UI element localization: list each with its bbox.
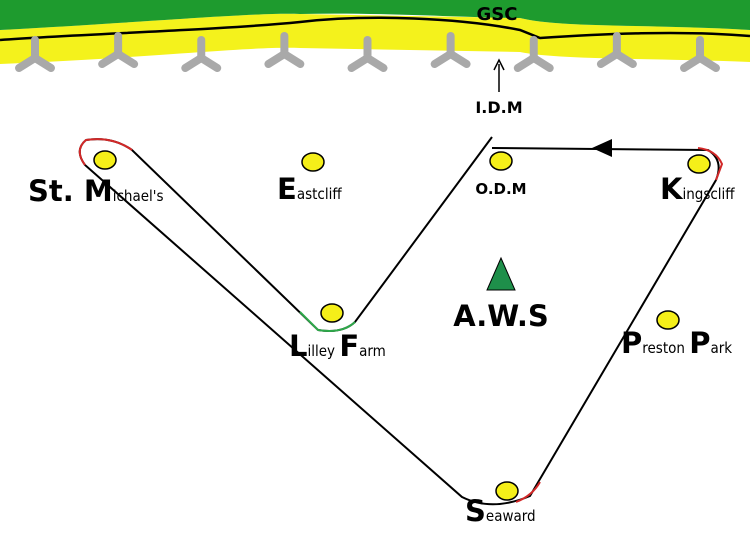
turbine-icon xyxy=(347,36,388,72)
sand-band xyxy=(0,13,750,64)
turbine-row xyxy=(15,32,720,72)
label-rest: ingscliff xyxy=(682,185,735,203)
label-rest: astcliff xyxy=(297,185,343,203)
turn-segment-st-michaels xyxy=(78,138,133,166)
waypoint-marker-kingscliff xyxy=(687,154,711,174)
turbine-icon xyxy=(98,32,139,68)
label-initial: E xyxy=(277,172,297,206)
shore-line xyxy=(0,16,750,42)
waypoint-label-kingscliff: Kingscliff xyxy=(660,172,735,206)
waypoint-marker-st-michaels xyxy=(93,150,117,170)
idm-marker: I.D.M xyxy=(475,58,523,117)
turbine-icon xyxy=(596,32,637,68)
flight-route xyxy=(78,136,724,506)
aws-marker: A.W.S xyxy=(453,256,549,333)
label-rest: illey xyxy=(307,342,339,360)
coastline: GSC xyxy=(0,0,750,64)
label-rest: ichael's xyxy=(113,187,164,205)
waypoint-label-preston-park: Preston Park xyxy=(621,326,732,360)
waypoint-markers xyxy=(93,150,711,501)
waypoint-marker-preston-park xyxy=(656,310,680,330)
turn-segment-kingscliff xyxy=(697,147,724,181)
label-initial: S xyxy=(465,494,486,528)
turbine-icon xyxy=(680,36,720,72)
label-initial: St. M xyxy=(28,174,113,208)
waypoint-label-eastcliff: Eastcliff xyxy=(277,172,342,206)
waypoint-marker-lilley-farm xyxy=(320,303,344,323)
turn-segment-lilley-farm xyxy=(299,311,356,332)
arrowhead-left-icon xyxy=(592,139,612,157)
turbine-icon xyxy=(181,36,222,72)
waypoint-label-odm: O.D.M xyxy=(475,180,526,198)
label-initial: K xyxy=(660,172,684,206)
gsc-label: GSC xyxy=(477,4,518,25)
turn-segment-seaward xyxy=(515,481,541,503)
waypoint-label-lilley-farm: Lilley Farm xyxy=(289,329,386,363)
waypoint-marker-eastcliff xyxy=(301,152,325,172)
turbine-icon xyxy=(513,36,554,72)
route-line xyxy=(78,136,720,506)
label-rest: eaward xyxy=(486,507,536,525)
label-rest: reston xyxy=(642,339,689,357)
turbine-icon xyxy=(15,36,55,72)
label-initial: P xyxy=(621,326,642,360)
idm-label: I.D.M xyxy=(475,98,522,117)
aws-label: A.W.S xyxy=(453,299,549,333)
waypoint-label-st-michaels: St. Michael's xyxy=(28,174,164,208)
label-rest: arm xyxy=(359,342,386,360)
arrow-up-icon xyxy=(493,58,505,92)
waypoint-marker-odm xyxy=(489,151,513,171)
label-initial: F xyxy=(339,329,359,363)
turbine-icon xyxy=(430,32,471,68)
waypoint-marker-seaward xyxy=(495,481,519,501)
waypoint-label-seaward: Seaward xyxy=(465,494,536,528)
label-rest: ark xyxy=(710,339,732,357)
label-initial: L xyxy=(289,329,307,363)
turbine-icon xyxy=(264,32,305,68)
grass-band xyxy=(0,0,750,30)
label-initial: P xyxy=(689,326,710,360)
triangle-icon xyxy=(486,256,516,291)
